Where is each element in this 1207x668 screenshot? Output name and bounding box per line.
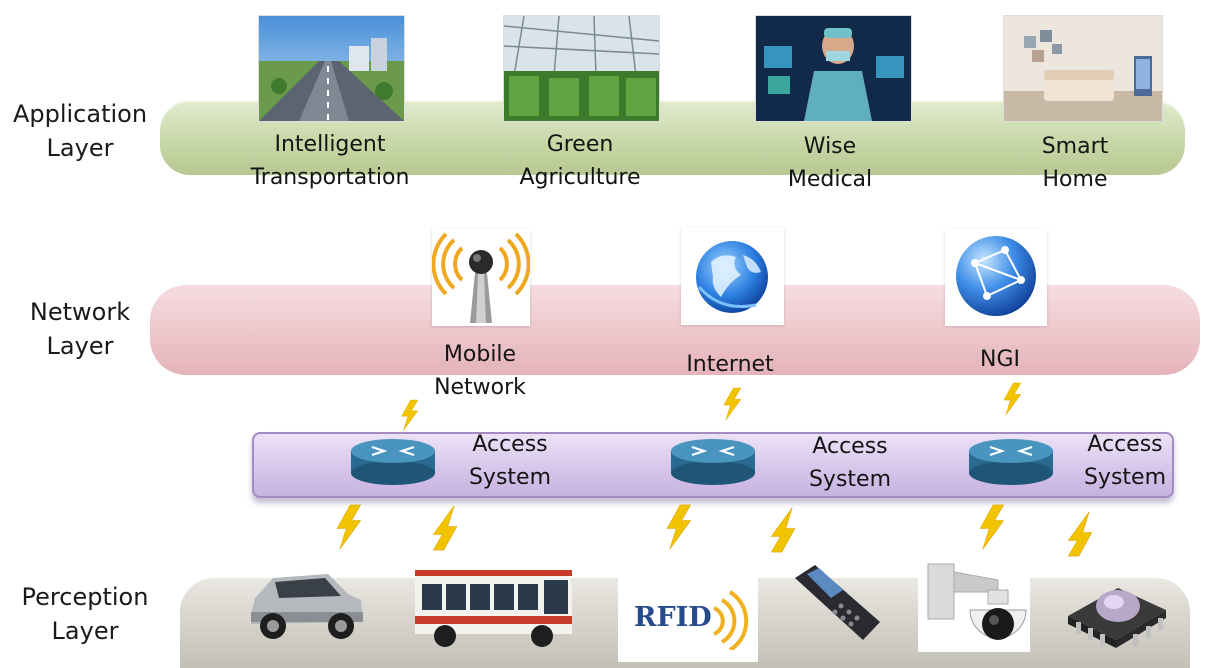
access-system-label: Access System xyxy=(808,434,892,492)
bus-icon xyxy=(410,562,575,652)
lightning-icon xyxy=(771,507,796,553)
bedroom-photo xyxy=(1003,15,1163,122)
lightning-icon xyxy=(401,399,419,431)
rfid-icon: RFID xyxy=(618,572,758,662)
lightning-icon xyxy=(336,504,361,550)
lightning-icon xyxy=(1068,511,1093,557)
lightning-icon xyxy=(433,505,458,551)
application-item-label: Green Agriculture xyxy=(519,132,641,190)
router-icon xyxy=(350,437,436,487)
doctor-photo xyxy=(755,15,912,122)
network-item-label: NGI xyxy=(980,347,1020,372)
router-icon xyxy=(968,437,1054,487)
lightning-icon xyxy=(979,504,1004,550)
application-item-label: Wise Medical xyxy=(787,134,873,192)
globe-icon xyxy=(681,227,784,325)
network-layer-label: Network Layer xyxy=(29,298,131,360)
network-item-label: Internet xyxy=(686,352,774,377)
perception-layer-label: Perception Layer xyxy=(21,583,149,645)
security-camera-icon xyxy=(918,552,1030,652)
network-globe-icon xyxy=(945,228,1047,326)
application-item-label: Smart Home xyxy=(1041,134,1109,192)
antenna-icon xyxy=(432,228,530,326)
sensor-chip-icon xyxy=(1058,568,1176,653)
router-icon xyxy=(670,437,756,487)
lightning-icon xyxy=(723,387,742,421)
highway-photo xyxy=(258,15,405,122)
application-item-label: Intelligent Transportation xyxy=(250,132,410,190)
application-layer-label: Application Layer xyxy=(12,100,148,162)
car-icon xyxy=(243,560,368,645)
rfid-text: RFID xyxy=(634,602,712,633)
access-system-label: Access System xyxy=(1083,432,1167,490)
lightning-icon xyxy=(1003,382,1022,416)
lightning-icon xyxy=(666,504,691,550)
network-item-label: Mobile Network xyxy=(434,342,526,400)
access-system-label: Access System xyxy=(468,432,552,490)
greenhouse-photo xyxy=(503,15,660,122)
handheld-scanner-icon xyxy=(785,560,885,645)
